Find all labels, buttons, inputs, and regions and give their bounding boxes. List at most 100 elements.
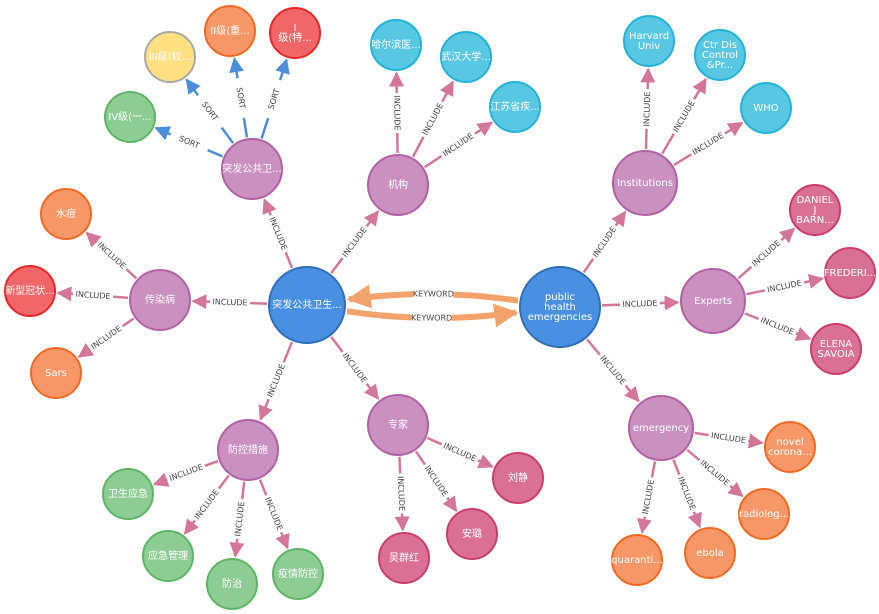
edge-zhuanjia-liujing: INCLUDE [426,436,494,469]
node-label: 突发公共卫... [222,162,282,175]
node-radiolog[interactable]: radiolog... [738,488,790,540]
node-heb[interactable]: 哈尔滨医... [370,19,422,71]
node-label: 安璐 [462,527,482,540]
edge-crb-sars: INCLUDE [77,317,135,358]
node-label: IV级(一... [108,111,151,123]
node-frederi[interactable]: FREDERI... [824,247,876,299]
node-label: quaranti... [611,555,663,566]
edge-label: INCLUDE [75,290,111,301]
edge-label: INCLUDE [622,299,657,309]
node-label: Institutions [617,178,673,189]
node-label: 新型冠状... [5,284,55,297]
node-wuqunhong[interactable]: 吴群红 [378,532,430,584]
edge-label: INCLUDE [212,297,247,307]
node-jiangsu[interactable]: 江苏省疾... [489,81,541,133]
node-tfgw[interactable]: 突发公共卫... [221,138,283,200]
edge-jigou-heb: INCLUDE [389,71,405,154]
edge-institutions-who: INCLUDE [673,121,744,167]
edge-fkcs-wsyj: INCLUDE [152,459,219,487]
edge-en_center-emergency: INCLUDE [585,338,640,403]
node-institutions[interactable]: Institutions [612,150,678,216]
edge-label: INCLUDE [423,464,450,498]
node-label: 突发公共卫生... [272,298,342,311]
node-ebola[interactable]: ebola [684,527,736,579]
node-label: 卫生应急 [108,487,148,500]
node-label: II级(重... [210,24,249,37]
edge-tfgw-lv2: SORT [229,57,250,138]
edge-crb-xinguan: INCLUDE [56,286,129,303]
node-label: Experts [694,296,732,307]
edge-zhuanjia-wuqunhong: INCLUDE [394,456,410,532]
edge-en_center-experts: INCLUDE [601,295,680,311]
node-yqfk[interactable]: 疫情防控 [272,548,324,600]
node-label: 应急管理 [148,549,188,562]
edge-emergency-ebola: INCLUDE [672,459,702,529]
node-who[interactable]: WHO [740,82,792,134]
node-sars[interactable]: Sars [30,347,82,399]
node-fangzhi[interactable]: 防治 [206,558,258,610]
node-cn_center[interactable]: 突发公共卫生... [268,266,346,344]
node-quaranti[interactable]: quaranti... [611,534,663,586]
node-label: WHO [753,103,778,114]
node-crb[interactable]: 传染病 [129,269,191,331]
node-jigou[interactable]: 机构 [367,154,429,216]
edge-cn_center-crb: INCLUDE [191,294,268,310]
node-label: 专家 [388,418,408,431]
node-anluo[interactable]: 安璐 [446,508,498,560]
node-wsyj[interactable]: 卫生应急 [102,468,154,520]
edge-tfgw-lv4: SORT [154,126,224,158]
node-liujing[interactable]: 刘静 [492,452,544,504]
node-lv2[interactable]: II级(重... [204,5,256,57]
edge-cn_center-fkcs: INCLUDE [258,341,294,421]
node-label: 疫情防控 [278,567,318,580]
edge-emergency-quaranti: INCLUDE [637,461,658,534]
node-xinguan[interactable]: 新型冠状... [4,265,56,317]
edge-cn_center-tfgw: INCLUDE [262,198,294,269]
edge-label: INCLUDE [396,476,407,511]
node-experts[interactable]: Experts [680,268,746,334]
node-lv3[interactable]: III级(较... [144,31,196,83]
edge-cn_center-zhuanjia: INCLUDE [330,336,380,400]
node-label: FREDERI... [824,268,876,279]
node-label: emergency [633,423,689,434]
node-label: 哈尔滨医... [371,38,421,51]
node-label: III级(较... [149,50,191,63]
node-shuidou[interactable]: 水痘 [40,188,92,240]
edge-emergency-novel: INCLUDE [694,429,764,449]
node-lv4[interactable]: IV级(一... [104,91,156,143]
edge-label: KEYWORD [411,313,452,322]
edge-crb-shuidou: INCLUDE [85,231,138,280]
node-wuhan[interactable]: 武汉大学... [440,31,492,83]
edge-label: INCLUDE [392,95,401,130]
node-fkcs[interactable]: 防控措施 [217,419,279,481]
edge-fkcs-yjgl: INCLUDE [183,474,230,535]
edge-en_center-cn_center: KEYWORD [346,284,519,309]
edge-institutions-harvard: INCLUDE [640,67,656,150]
edge-experts-elena: INCLUDE [744,312,812,341]
node-label: 水痘 [56,207,76,220]
edge-fkcs-fangzhi: INCLUDE [229,481,249,558]
edge-label: INCLUDE [591,225,618,259]
node-label: 防治 [222,577,242,590]
node-emergency[interactable]: emergency [628,395,694,461]
edge-experts-frederi: INCLUDE [746,273,825,297]
node-yjgl[interactable]: 应急管理 [142,530,194,582]
node-label: 机构 [388,178,408,191]
edge-label: KEYWORD [413,289,454,298]
node-zhuanjia[interactable]: 专家 [367,394,429,456]
edge-label: INCLUDE [441,131,475,158]
